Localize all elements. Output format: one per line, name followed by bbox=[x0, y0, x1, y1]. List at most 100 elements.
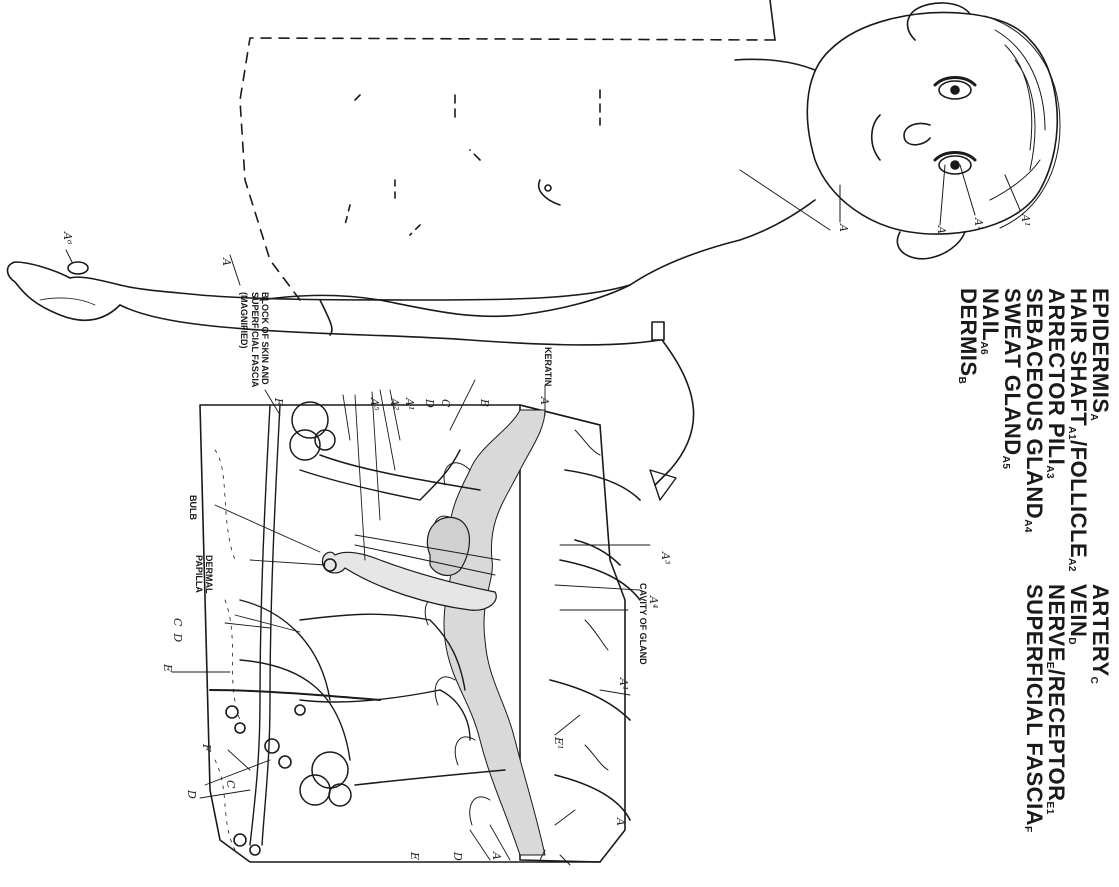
key-item-sebaceous-gland: SEBACEOUS GLANDA4 bbox=[1023, 288, 1045, 572]
label-d-block-bottom: D bbox=[451, 852, 464, 861]
label-a-face: A bbox=[837, 224, 850, 232]
key-item-arrector-pili: ARRECTOR PILIA3 bbox=[1045, 288, 1067, 572]
key-item-epidermis: EPIDERMISA bbox=[1089, 288, 1111, 572]
key-item-dermis: DERMISB bbox=[957, 288, 979, 572]
key-name-sebaceous-gland: SEBACEOUS GLAND bbox=[1022, 288, 1047, 519]
key-name-superficial-fascia: SUPERFICIAL FASCIA bbox=[1022, 584, 1047, 826]
label-c-d-block: C D bbox=[171, 618, 184, 642]
arm bbox=[120, 285, 660, 345]
ear-bottom bbox=[897, 232, 965, 259]
block-outline bbox=[200, 405, 625, 862]
label-f-block: F bbox=[272, 398, 285, 406]
hand bbox=[8, 262, 121, 320]
label-block-of-skin: BLOCK OF SKIN AND SUPERFICIAL FASCIA (MA… bbox=[239, 292, 270, 387]
label-bulb: BULB bbox=[188, 495, 198, 520]
key-item-nail: NAILA6 bbox=[979, 288, 1001, 572]
key-sub-vein: D bbox=[1066, 637, 1077, 645]
key-name-follicle: /FOLLICLE bbox=[1066, 440, 1091, 558]
sample-box bbox=[652, 322, 664, 340]
block-leaders bbox=[172, 380, 650, 865]
key-name-dermis: DERMIS bbox=[956, 288, 981, 377]
key-name-nail: NAIL bbox=[978, 288, 1003, 341]
key-name-hair-shaft: HAIR SHAFT bbox=[1066, 288, 1091, 426]
hair bbox=[985, 16, 1060, 228]
label-block-line-2: SUPERFICIAL FASCIA bbox=[249, 292, 259, 387]
key-name-artery: ARTERY bbox=[1088, 584, 1113, 677]
key-sub-nerve: E bbox=[1044, 662, 1055, 669]
label-a-block-surface: A bbox=[614, 818, 627, 826]
key-sub-arrector-pili: A3 bbox=[1044, 465, 1055, 479]
label-a4-block: A⁴ bbox=[647, 596, 660, 608]
label-dermal: DERMAL bbox=[204, 555, 214, 594]
key-item-hair-shaft: HAIR SHAFTA1/FOLLICLEA2 bbox=[1067, 288, 1089, 572]
key-name-receptor: /RECEPTOR bbox=[1044, 669, 1069, 801]
key-sub-hair-shaft: A1 bbox=[1066, 426, 1077, 440]
neck bbox=[735, 59, 815, 240]
human-figure bbox=[8, 0, 1061, 345]
key-sub-epidermis: A bbox=[1088, 414, 1099, 422]
nose bbox=[904, 123, 930, 144]
key-item-artery: ARTERYC bbox=[1089, 584, 1111, 833]
label-a1-hair: A¹ bbox=[1019, 214, 1032, 226]
label-c-block: C bbox=[439, 399, 452, 407]
key-list-2: ARTERYC VEIND NERVEE/RECEPTORE1 SUPERFIC… bbox=[1023, 584, 1111, 833]
label-f-block-lower: F bbox=[200, 744, 213, 752]
label-a-arm: A bbox=[220, 258, 233, 266]
label-e-block: E bbox=[161, 664, 174, 672]
label-e1-block: E¹ bbox=[552, 737, 565, 749]
key-sub-superficial-fascia: F bbox=[1022, 826, 1033, 833]
magnify-arrow bbox=[655, 340, 694, 485]
nerve bbox=[210, 690, 380, 700]
epidermis-band bbox=[444, 410, 545, 855]
key-sub-sweat-gland: A5 bbox=[1000, 456, 1011, 470]
key-list-1: EPIDERMISA HAIR SHAFTA1/FOLLICLEA2 ARREC… bbox=[957, 288, 1111, 572]
mouth bbox=[872, 115, 880, 160]
key-name-epidermis: EPIDERMIS bbox=[1088, 288, 1113, 414]
label-papilla: PAPILLA bbox=[193, 555, 203, 594]
key-name-sweat-gland: SWEAT GLAND bbox=[1000, 288, 1025, 456]
torso-outline bbox=[260, 240, 740, 316]
key-item-sweat-gland: SWEAT GLANDA5 bbox=[1001, 288, 1023, 572]
key-item-nerve: NERVEE/RECEPTORE1 bbox=[1045, 584, 1067, 833]
head-outline bbox=[807, 13, 1057, 235]
label-a2-block: A² bbox=[388, 398, 401, 410]
hair-shaft-2 bbox=[560, 560, 640, 600]
label-a6-nail: A⁶ bbox=[61, 232, 74, 244]
ear-top bbox=[908, 3, 971, 40]
label-b-block: B bbox=[478, 399, 491, 407]
label-c-block-lower: C bbox=[224, 780, 237, 788]
label-a-eye: A bbox=[935, 226, 948, 234]
label-d-block: D bbox=[423, 399, 436, 408]
figure-leaders bbox=[66, 165, 1020, 285]
label-a-block: A bbox=[538, 397, 551, 405]
sweat-gland-2 bbox=[300, 752, 505, 806]
label-a3-block: A³ bbox=[659, 552, 672, 564]
key-sub-dermis: B bbox=[956, 377, 967, 385]
hair-shaft-4 bbox=[555, 775, 630, 820]
key-sub-follicle: A2 bbox=[1066, 558, 1077, 572]
label-dermal-papilla: DERMAL PAPILLA bbox=[193, 555, 214, 594]
label-keratin: KERATIN bbox=[543, 347, 553, 386]
key-sub-sebaceous-gland: A4 bbox=[1022, 519, 1033, 533]
label-a1-block: A¹ bbox=[403, 398, 416, 410]
label-block-line-1: BLOCK OF SKIN AND bbox=[260, 292, 270, 387]
label-a1-eye: A¹ bbox=[972, 218, 985, 230]
label-block-line-3: (MAGNIFIED) bbox=[239, 292, 249, 387]
key-name-vein: VEIN bbox=[1066, 584, 1091, 637]
nail-oval bbox=[68, 262, 88, 274]
key-sub-artery: C bbox=[1088, 677, 1099, 685]
label-d-block-lower: D bbox=[185, 790, 198, 799]
shoulder-dashed bbox=[240, 38, 775, 300]
skin-block bbox=[200, 402, 640, 862]
key-sub-receptor: E1 bbox=[1044, 802, 1055, 815]
label-cavity-of-gland: CAVITY OF GLAND bbox=[638, 583, 648, 665]
label-a1-block-surface: A¹ bbox=[617, 678, 630, 690]
key-sub-nail: A6 bbox=[978, 341, 989, 355]
key-name-nerve: NERVE bbox=[1044, 584, 1069, 662]
key-item-superficial-fascia: SUPERFICIAL FASCIAF bbox=[1023, 584, 1045, 833]
label-a-block-bottom: A bbox=[490, 852, 503, 860]
key-item-vein: VEIND bbox=[1067, 584, 1089, 833]
label-a5-block: A⁵ bbox=[368, 398, 381, 410]
